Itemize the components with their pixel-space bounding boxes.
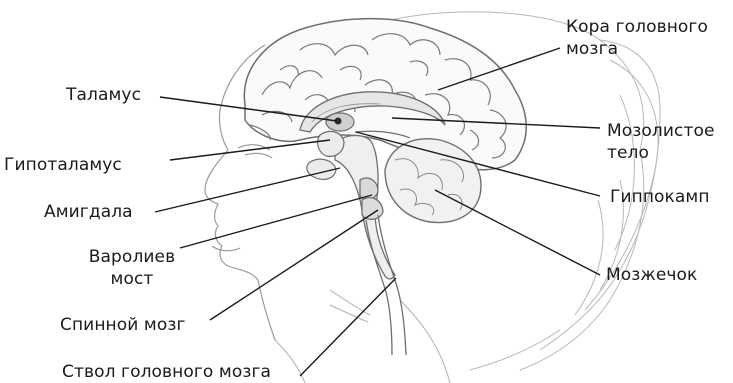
label-cortex-line1: Кора головного xyxy=(566,16,708,38)
neck-sketch xyxy=(275,290,450,383)
label-corpus-callosum-line2: тело xyxy=(607,142,715,164)
label-spinal-cord: Спинной мозг xyxy=(60,314,186,336)
label-cortex: Кора головного мозга xyxy=(566,16,708,60)
leader-cerebellum xyxy=(435,190,600,275)
leader-brainstem xyxy=(300,278,396,376)
label-cortex-line2: мозга xyxy=(566,38,708,60)
label-corpus-callosum: Мозолистое тело xyxy=(607,120,715,164)
label-hypothalamus: Гипоталамус xyxy=(4,154,122,176)
label-corpus-callosum-line1: Мозолистое xyxy=(607,120,715,142)
brainstem-structure xyxy=(335,135,395,278)
leader-amygdala xyxy=(155,168,340,212)
thalamus-structure xyxy=(326,113,354,131)
label-hippocampus: Гиппокамп xyxy=(610,186,710,208)
label-pons-line1: Варолиев xyxy=(84,246,180,268)
label-thalamus: Таламус xyxy=(66,84,141,106)
label-brainstem: Ствол головного мозга xyxy=(62,361,271,383)
label-pons-line2: мост xyxy=(84,268,180,290)
label-cerebellum: Мозжечок xyxy=(606,264,697,286)
leader-spinal-cord xyxy=(210,210,378,320)
label-amygdala: Амигдала xyxy=(44,201,133,223)
label-pons: Варолиев мост xyxy=(84,246,180,290)
leader-hypothalamus xyxy=(170,140,330,160)
leader-pons xyxy=(180,195,372,248)
